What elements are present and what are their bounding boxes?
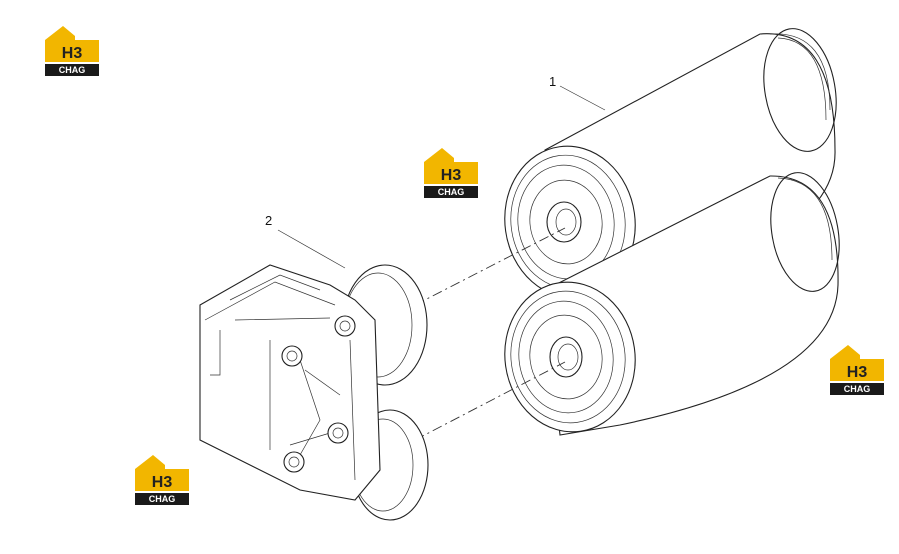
- logo-band: [424, 186, 478, 198]
- logo-bottom-text: CHAG: [844, 384, 871, 394]
- filter-head-bracket: [199, 264, 429, 521]
- logo-top-text: H3: [847, 364, 868, 381]
- logo-bottom-text: CHAG: [59, 65, 86, 75]
- logo-top-text: H3: [441, 167, 462, 184]
- logo-box: [45, 40, 99, 62]
- callout-label-1: 1: [549, 74, 556, 89]
- logo-top-text: H3: [152, 474, 173, 491]
- centerline-lower: [414, 361, 566, 441]
- logo-roof: [135, 455, 165, 469]
- logo-band: [830, 383, 884, 395]
- logo-bottom-text: CHAG: [438, 187, 465, 197]
- logo-box: [424, 162, 478, 184]
- logo-roof: [830, 345, 860, 359]
- logo-roof: [45, 26, 75, 40]
- logo-box: [830, 359, 884, 381]
- callout-label-2: 2: [265, 213, 272, 228]
- filter-cartridge-lower: [504, 172, 840, 436]
- callout-2: 2: [265, 213, 346, 269]
- logo-roof: [424, 148, 454, 162]
- logo-band: [135, 493, 189, 505]
- centerline-upper: [414, 227, 566, 306]
- logo-top-text: H3: [62, 45, 83, 62]
- callout-1: 1: [549, 74, 606, 111]
- logo-box: [135, 469, 189, 491]
- logo-bottom-text: CHAG: [149, 494, 176, 504]
- logo-band: [45, 64, 99, 76]
